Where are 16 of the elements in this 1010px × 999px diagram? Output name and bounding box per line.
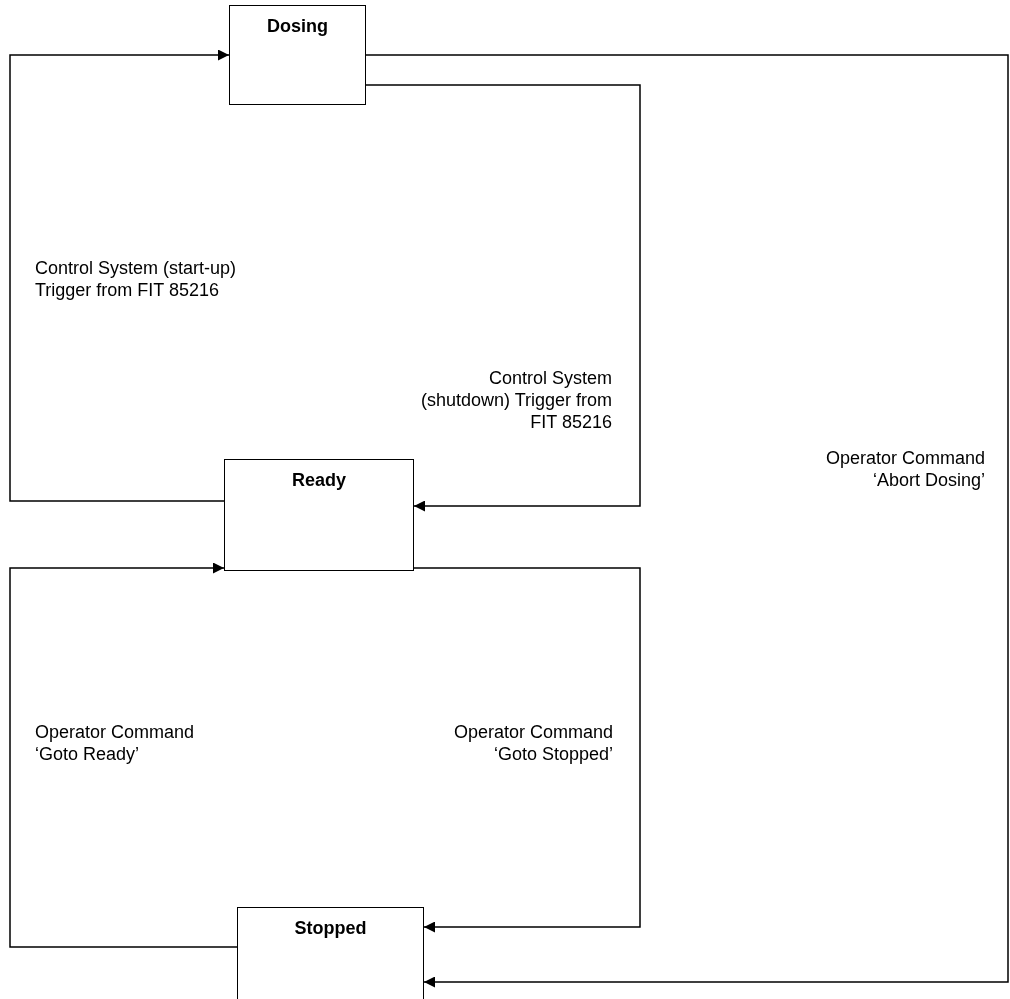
transition-arrow — [9, 49, 230, 502]
transition-arrow — [413, 567, 641, 933]
state-box — [237, 907, 424, 999]
edge-label: Operator Command ‘Goto Stopped’ — [453, 722, 613, 764]
state-name: Stopped — [294, 918, 367, 939]
transition-arrow — [365, 54, 1009, 988]
transition-arrow — [9, 562, 238, 948]
edge-label: Operator Command ‘Goto Ready’ — [35, 722, 195, 764]
state-box — [229, 5, 366, 105]
transition-arrow — [365, 84, 641, 512]
edge-label: Control System (start-up) Trigger from FIT 85216 — [35, 258, 237, 300]
edge-label: Control System (shutdown) Trigger from FIT 85216 — [420, 368, 612, 432]
state-name: Dosing — [267, 16, 328, 37]
state-name: Ready — [292, 470, 346, 491]
edge-label: Operator Command ‘Abort Dosing’ — [825, 448, 985, 490]
state-box — [224, 459, 414, 571]
